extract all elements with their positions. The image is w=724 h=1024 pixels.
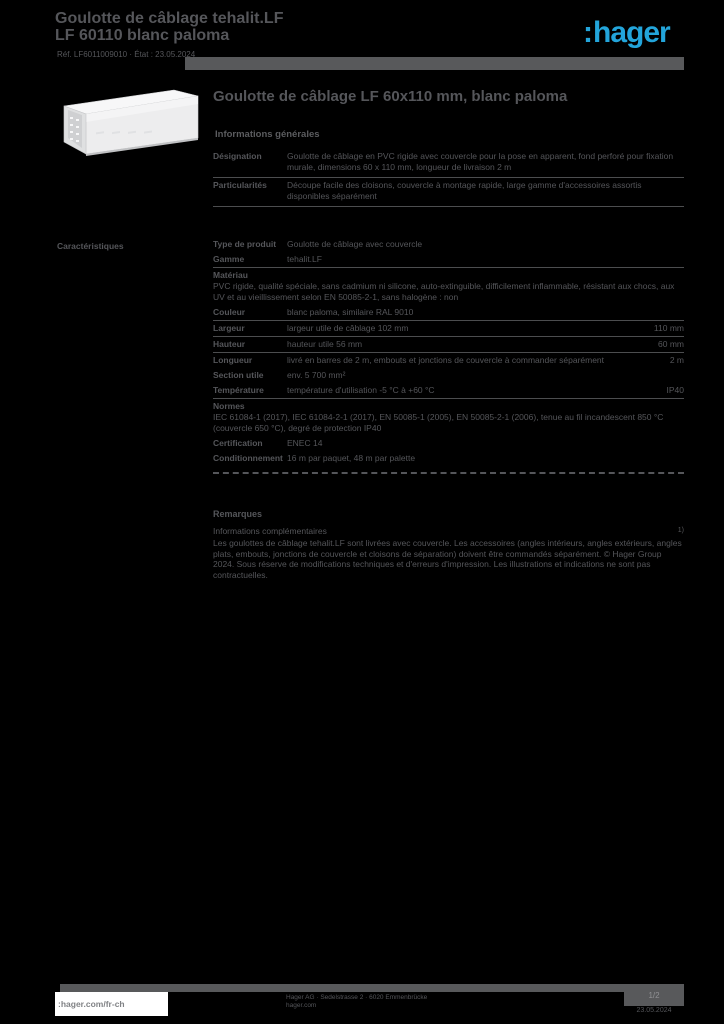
spec-label: Couleur <box>213 307 246 317</box>
document-title-line1: Goulotte de câblage tehalit.LF <box>55 10 284 27</box>
spec-value: largeur utile de câblage 102 mm <box>287 323 409 333</box>
spec-label: Hauteur <box>213 339 246 349</box>
info-row: Désignation Goulotte de câblage en PVC r… <box>213 149 684 178</box>
info-row-value: Découpe facile des cloisons, couvercle à… <box>287 180 642 201</box>
spec-row: Largeur largeur utile de câblage 102 mm … <box>213 321 684 337</box>
spec-row: Conditionnement 16 m par paquet, 48 m pa… <box>213 451 684 466</box>
hager-colon-mark-icon: : <box>58 999 61 1009</box>
spec-row: Section utile env. 5 700 mm² <box>213 368 684 383</box>
spec-right-value: 2 m <box>669 355 684 365</box>
spec-value: hauteur utile 56 mm <box>287 339 363 349</box>
notes-section: Remarques Informations complémentaires 1… <box>213 509 684 580</box>
spec-label: Normes <box>213 401 245 411</box>
spec-label: Certification <box>213 438 263 448</box>
spec-row: Couleur blanc paloma, similaire RAL 9010 <box>213 305 684 321</box>
info-row-label: Désignation <box>213 151 262 161</box>
footer-website-link[interactable]: :hager.com/fr-ch <box>55 999 125 1009</box>
spec-row: Hauteur hauteur utile 56 mm 60 mm <box>213 337 684 353</box>
product-image-trunking <box>56 84 206 164</box>
spec-right-value: 60 mm <box>658 339 684 349</box>
spec-row: Gamme tehalit.LF <box>213 252 684 268</box>
product-info-table: Désignation Goulotte de câblage en PVC r… <box>213 149 684 207</box>
spec-right-value: 110 mm <box>653 323 684 333</box>
dashed-separator <box>213 472 684 474</box>
spec-row: Matériau PVC rigide, qualité spéciale, s… <box>213 268 684 305</box>
spec-label: Matériau <box>213 270 248 280</box>
spec-label: Température <box>213 385 264 395</box>
spec-value: livré en barres de 2 m, embouts et jonct… <box>287 355 605 365</box>
info-row-value: Goulotte de câblage en PVC rigide avec c… <box>287 151 674 172</box>
sidebar-section-label: Caractéristiques <box>57 241 124 251</box>
spec-label: Gamme <box>213 254 245 264</box>
notes-heading: Remarques <box>213 509 263 519</box>
spec-value: 16 m par paquet, 48 m par palette <box>287 453 416 463</box>
spec-value: température d'utilisation -5 °C à +60 °C <box>287 385 435 395</box>
spec-value: PVC rigide, qualité spéciale, sans cadmi… <box>213 281 675 302</box>
hager-logo-colon-icon: : <box>583 16 593 49</box>
spec-table: Type de produit Goulotte de câblage avec… <box>213 237 684 474</box>
spec-label: Section utile <box>213 370 264 380</box>
info-row-label: Particularités <box>213 180 267 190</box>
spec-value: ENEC 14 <box>287 438 323 448</box>
spec-row: Certification ENEC 14 <box>213 436 684 451</box>
hager-logo-text: hager <box>593 16 671 49</box>
spec-row: Normes IEC 61084-1 (2017), IEC 61084-2-1… <box>213 399 684 436</box>
footer-website-box: :hager.com/fr-ch <box>55 992 168 1016</box>
footer-date: 23.05.2024 <box>636 1007 672 1014</box>
footer-page-indicator: 1/2 <box>648 990 660 1000</box>
spec-value: IEC 61084-1 (2017), IEC 61084-2-1 (2017)… <box>213 412 664 433</box>
footer-page-indicator-box: 1/2 <box>624 984 684 1006</box>
notes-footnote-marker: 1) <box>677 526 684 534</box>
header-divider-band <box>185 57 684 70</box>
document-title-line2: LF 60110 blanc paloma <box>55 27 230 44</box>
spec-value: blanc paloma, similaire RAL 9010 <box>287 307 414 317</box>
section-label-general: Informations générales <box>215 129 320 140</box>
footer-address: Hager AG · Sedelstrasse 2 · 6020 Emmenbr… <box>286 994 486 1010</box>
footer-website-text: hager.com/fr-ch <box>60 999 125 1009</box>
spec-right-value: IP40 <box>666 385 685 395</box>
notes-subline: Informations complémentaires 1) <box>213 526 684 537</box>
product-title: Goulotte de câblage LF 60x110 mm, blanc … <box>213 88 568 105</box>
spec-value: env. 5 700 mm² <box>287 370 346 380</box>
spec-label: Conditionnement <box>213 453 283 463</box>
footer-address-line1: Hager AG · Sedelstrasse 2 · 6020 Emmenbr… <box>286 994 428 1001</box>
trunking-3d-icon <box>63 89 199 156</box>
info-row: Particularités Découpe facile des cloiso… <box>213 178 684 207</box>
hager-logo: :hager <box>583 16 671 50</box>
spec-row: Longueur livré en barres de 2 m, embouts… <box>213 353 684 368</box>
spec-row: Température température d'utilisation -5… <box>213 383 684 399</box>
notes-body: Les goulottes de câblage tehalit.LF sont… <box>213 538 682 580</box>
footer-address-line2: hager.com <box>286 1002 317 1009</box>
document-title: Goulotte de câblage tehalit.LF LF 60110 … <box>55 10 355 44</box>
spec-label: Type de produit <box>213 239 277 249</box>
spec-label: Longueur <box>213 355 253 365</box>
notes-sub-label: Informations complémentaires <box>213 525 327 536</box>
spec-row: Type de produit Goulotte de câblage avec… <box>213 237 684 252</box>
footer-divider-strip <box>60 984 624 992</box>
document-meta: Réf. LF6011009010 · État : 23.05.2024 <box>57 50 196 59</box>
spec-label: Largeur <box>213 323 245 333</box>
spec-value: tehalit.LF <box>287 254 322 264</box>
spec-value: Goulotte de câblage avec couvercle <box>287 239 423 249</box>
